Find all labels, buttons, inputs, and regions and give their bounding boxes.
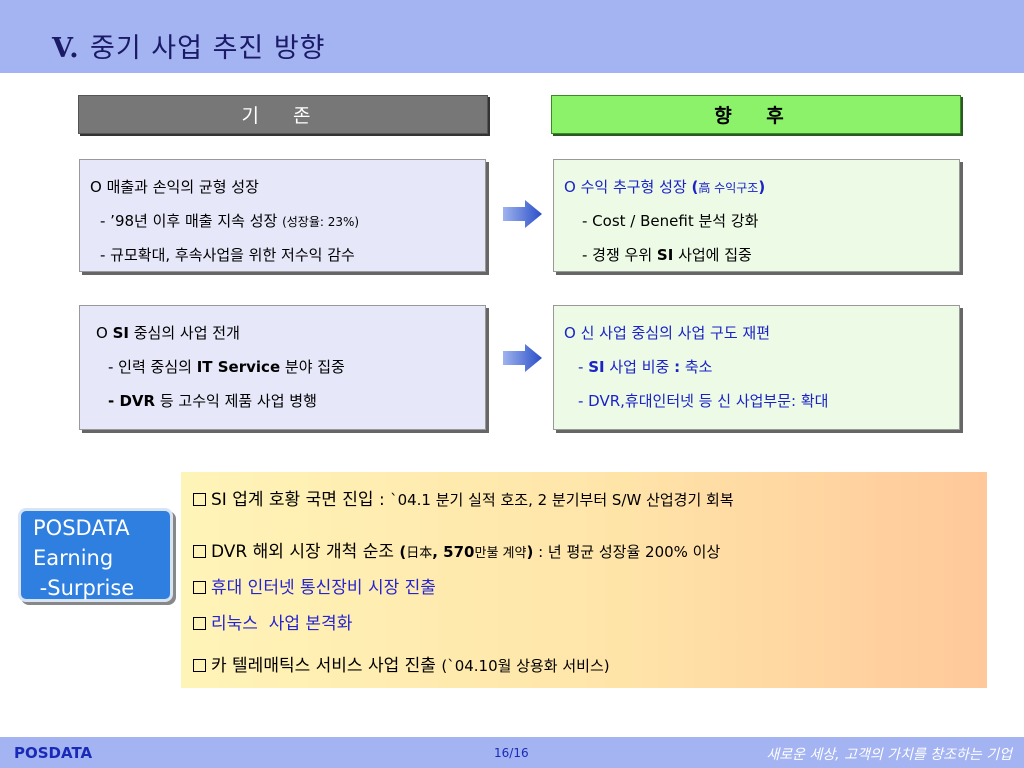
highlights-box: SI 업계 호황 국면 진입 : `04.1 분기 실적 호조, 2 분기부터 … [181, 472, 987, 688]
right-arrow-icon [503, 344, 542, 372]
text: 사업 비중 [604, 358, 675, 376]
existing-box-si: O SI 중심의 사업 전개 - 인력 중심의 IT Service 분야 집중… [79, 305, 486, 430]
text: O [96, 324, 113, 342]
footer-bar: POSDATA 16/16 새로운 세상, 고객의 가치를 창조하는 기업 [0, 737, 1024, 768]
text: (성장율: 23%) [282, 215, 360, 229]
section-title: 중기 사업 추진 방향 [90, 33, 326, 64]
box-line: - 경쟁 우위 SI 사업에 집중 [564, 240, 949, 274]
text: , 570 [432, 543, 475, 561]
text: O 수익 추구형 성장 [564, 178, 692, 196]
future-box-new-business: O 신 사업 중심의 사업 구도 재편 - SI 사업 비중 : 축소 - DV… [553, 305, 960, 430]
right-arrow-icon [503, 200, 542, 228]
box-line: - DVR,휴대인터넷 등 신 사업부문: 확대 [578, 392, 829, 410]
earning-surprise-badge: POSDATA Earning -Surprise [18, 508, 173, 602]
existing-band: 기 존 [78, 95, 488, 134]
badge-line: Earning [33, 546, 114, 570]
checkbox-bullet-icon [193, 545, 206, 558]
text: (`04.10월 상용화 서비스) [441, 657, 610, 675]
text: 사업에 집중 [673, 246, 752, 264]
section-number: V. [52, 33, 80, 64]
text: - [578, 358, 589, 376]
text: ( [691, 178, 699, 196]
checkbox-bullet-icon [193, 617, 206, 630]
text: ) [526, 543, 534, 561]
text: 축소 [680, 358, 713, 376]
box-line: - 규모확대, 후속사업을 위한 저수익 감수 [100, 246, 355, 264]
list-item: SI 업계 호황 국면 진입 : `04.1 분기 실적 호조, 2 분기부터 … [193, 482, 987, 518]
text: ) [758, 178, 766, 196]
list-item: DVR 해외 시장 개척 순조 (日本, 570만불 계약) : 년 평균 성장… [193, 534, 987, 570]
badge-line: -Surprise [33, 576, 135, 600]
text: `04.1 분기 실적 호조, 2 분기부터 S/W 산업경기 회복 [390, 491, 734, 509]
text: SI 업계 호황 국면 진입 : [211, 490, 391, 510]
list-item: 리눅스 사업 본격화 [193, 606, 987, 642]
list-item: 휴대 인터넷 통신장비 시장 진출 [193, 570, 987, 606]
text: : [674, 358, 681, 376]
future-band: 향 후 [551, 95, 961, 134]
text: - 인력 중심의 [108, 358, 197, 376]
box-line: - DVR 등 고수익 제품 사업 병행 [90, 386, 475, 420]
box-line: O 신 사업 중심의 사업 구도 재편 [564, 324, 771, 342]
footer-brand: POSDATA [14, 744, 93, 762]
text: 리눅스 사업 본격화 [211, 614, 353, 634]
text: 만불 계약 [474, 546, 527, 561]
box-line: - SI 사업 비중 : 축소 [564, 352, 949, 386]
text: : 년 평균 성장율 200% 이상 [533, 543, 721, 561]
text: 日本 [406, 546, 433, 561]
text: ( [399, 543, 407, 561]
text: SI [588, 358, 605, 376]
page-title: V. 중기 사업 추진 방향 [52, 26, 326, 65]
footer-slogan: 새로운 세상, 고객의 가치를 창조하는 기업 [766, 747, 1012, 763]
badge-line: POSDATA [33, 516, 130, 540]
checkbox-bullet-icon [193, 581, 206, 594]
checkbox-bullet-icon [193, 659, 206, 672]
text: - ’98년 이후 매출 지속 성장 [100, 212, 283, 230]
box-line: O SI 중심의 사업 전개 [90, 318, 475, 352]
text: DVR 해외 시장 개척 순조 [211, 542, 400, 562]
box-line: O 매출과 손익의 균형 성장 [90, 178, 259, 196]
box-line: O 수익 추구형 성장 (高 수익구조) [564, 172, 949, 206]
text: 카 텔레매틱스 서비스 사업 진출 [211, 656, 442, 676]
checkbox-bullet-icon [193, 493, 206, 506]
text: SI [112, 324, 129, 342]
text: 高 수익구조 [698, 181, 759, 195]
list-item: 카 텔레매틱스 서비스 사업 진출 (`04.10월 상용화 서비스) [193, 648, 987, 684]
text: - DVR [108, 392, 156, 410]
page-number: 16/16 [494, 746, 529, 760]
existing-box-growth: O 매출과 손익의 균형 성장 - ’98년 이후 매출 지속 성장 (성장율:… [79, 159, 486, 272]
box-line: - Cost / Benefit 분석 강화 [582, 212, 759, 230]
text: 등 고수익 제품 사업 병행 [155, 392, 317, 410]
text: SI [656, 246, 674, 264]
text: - 경쟁 우위 [582, 246, 657, 264]
box-line: - 인력 중심의 IT Service 분야 집중 [90, 352, 475, 386]
text: 중심의 사업 전개 [128, 324, 240, 342]
text: IT Service [196, 358, 281, 376]
future-box-profit: O 수익 추구형 성장 (高 수익구조) - Cost / Benefit 분석… [553, 159, 960, 272]
text: 분야 집중 [280, 358, 345, 376]
box-line: - ’98년 이후 매출 지속 성장 (성장율: 23%) [90, 206, 475, 240]
header-bar [0, 0, 1024, 73]
text: 휴대 인터넷 통신장비 시장 진출 [211, 578, 436, 598]
